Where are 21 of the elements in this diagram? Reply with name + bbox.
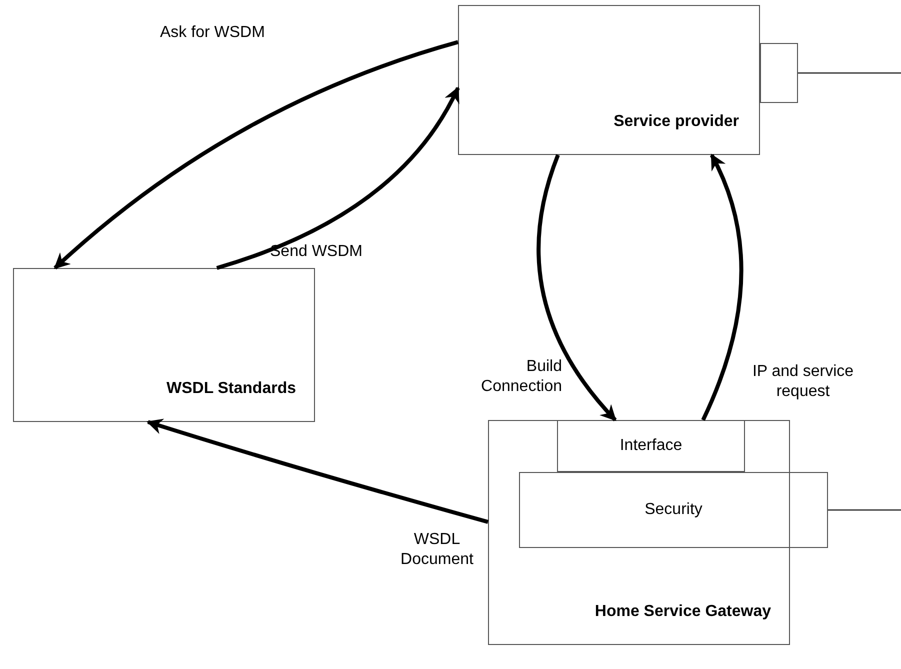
process-box [557,420,745,472]
edge-label: IP and service request [751,362,855,402]
connector-line [798,72,901,74]
arrow [146,418,489,524]
node-label: Service provider [614,112,739,132]
process-box [458,5,760,155]
process-box [13,268,315,422]
arrow [216,86,460,270]
process-box [519,472,828,548]
edge-label: Ask for WSDM [160,23,266,43]
node-label: Interface [620,436,682,456]
arrow [701,154,744,421]
port-box [760,43,798,103]
edge-label: WSDL Document [400,530,474,570]
arrow [54,40,459,270]
arrow [536,154,617,422]
process-box [488,420,790,645]
node-label: Home Service Gateway [594,602,771,622]
edge-label: Build Connection [480,357,562,397]
node-label: Security [644,500,702,520]
node-label: WSDL Standards [166,379,296,399]
